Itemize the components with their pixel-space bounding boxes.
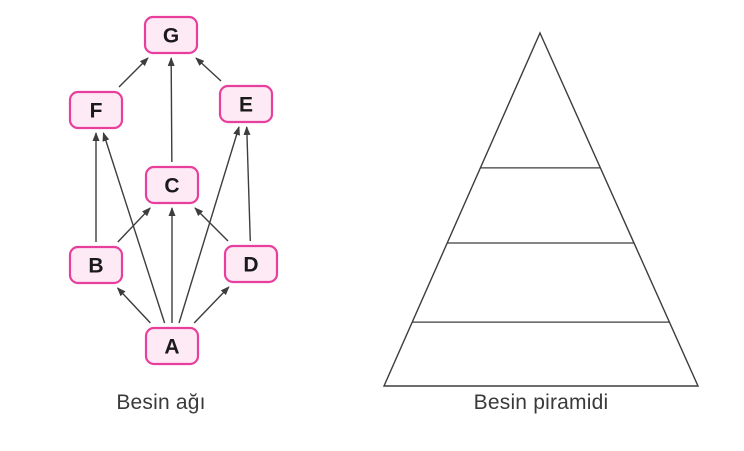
node-F-label: F: [90, 100, 103, 123]
food-web-arrow-A-F: [102, 132, 166, 324]
food-web-arrow-F-G: [118, 57, 149, 88]
node-D-box: [223, 244, 279, 284]
node-G: G: [143, 15, 199, 55]
food-web-arrow-E-G: [195, 57, 222, 82]
food-web-arrow-A-B: [116, 287, 151, 324]
node-F: F: [68, 90, 124, 130]
node-C-label: C: [164, 175, 179, 198]
node-C-box: [144, 165, 200, 205]
node-B-label: B: [88, 255, 103, 278]
food-web-arrow-D-E: [243, 126, 251, 242]
node-B: B: [68, 245, 124, 285]
food-web-diagram: G F E C B D A: [68, 15, 279, 366]
node-E: E: [218, 84, 274, 124]
node-G-label: G: [163, 25, 179, 48]
node-E-box: [218, 84, 274, 124]
node-D: D: [223, 244, 279, 284]
node-C: C: [144, 165, 200, 205]
node-A-box: [144, 326, 200, 366]
node-G-box: [143, 15, 199, 55]
food-web-arrow-C-G: [167, 57, 175, 163]
pyramid-diagram: [382, 31, 700, 387]
pyramid-caption: Besin piramidi: [473, 391, 609, 414]
food-web-arrow-A-D: [193, 286, 230, 324]
food-web-arrow-D-C: [194, 207, 229, 242]
node-A: A: [144, 326, 200, 366]
food-web-arrow-A-E: [178, 126, 240, 324]
node-F-box: [68, 90, 124, 130]
node-B-box: [68, 245, 124, 285]
food-web-caption: Besin ağı: [116, 391, 206, 414]
food-web-arrow-B-C: [117, 207, 151, 243]
node-E-label: E: [239, 94, 253, 117]
node-D-label: D: [243, 254, 258, 277]
pyramid-outline: [382, 31, 700, 387]
node-A-label: A: [164, 336, 179, 359]
